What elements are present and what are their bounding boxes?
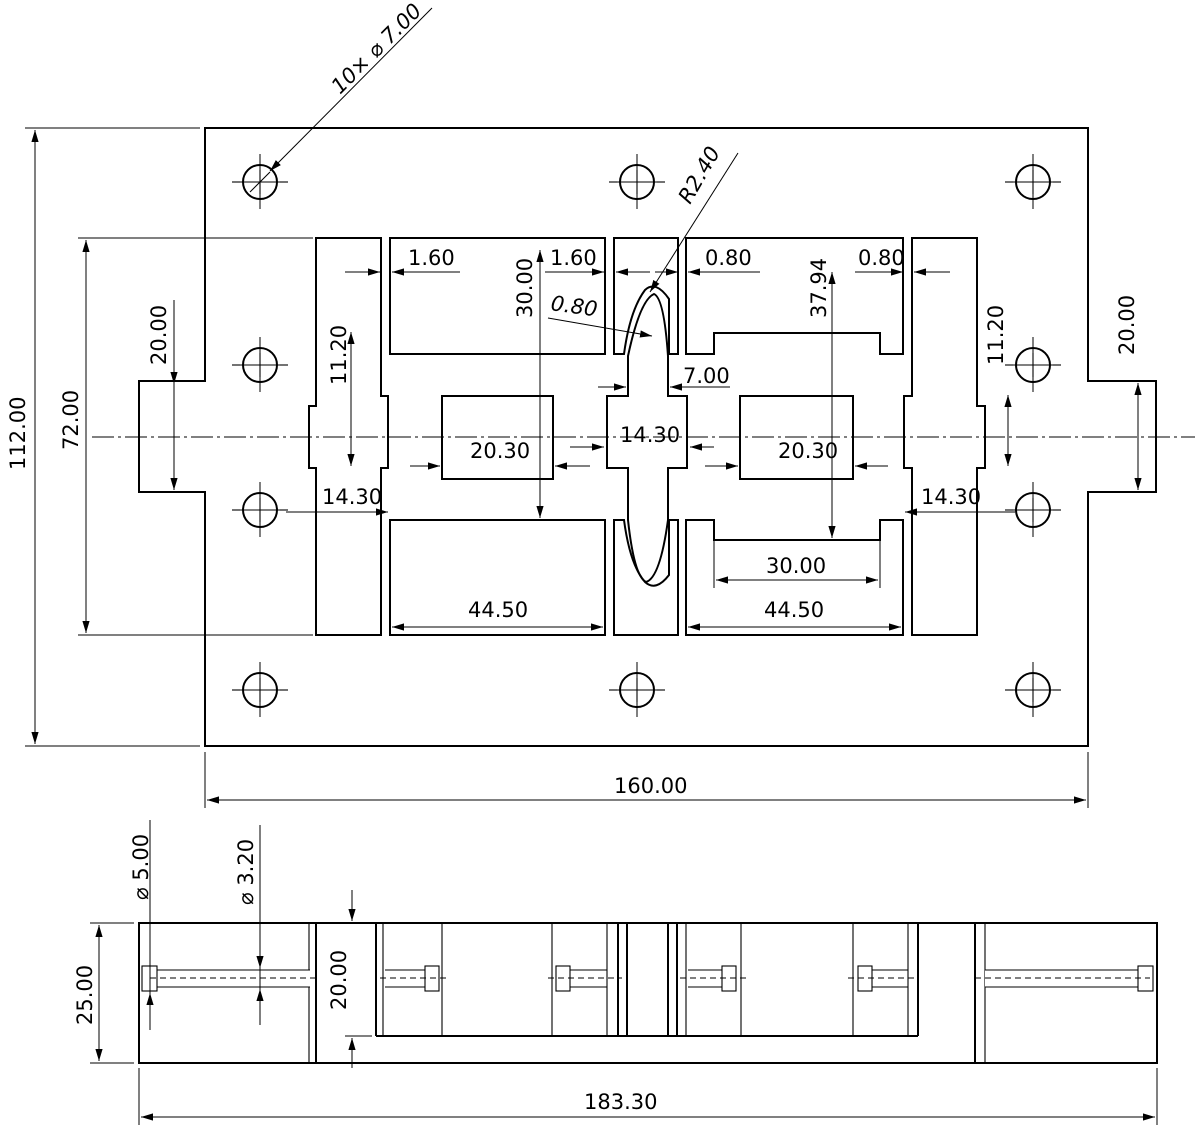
dim-recess-width-label: 30.00 (766, 554, 826, 578)
mounting-hole (609, 154, 665, 210)
dim-gap-left-outer-label: 1.60 (408, 246, 455, 270)
top-view: 10× ⌀ 7.00 R2.40 112.00 72.00 20.00 20.0… (6, 0, 1195, 808)
hole-callout-label: 10× ⌀ 7.00 (327, 0, 427, 99)
dim-pocket-right-width-label: 44.50 (764, 598, 824, 622)
dim-pocket-depth-side-label: 20.00 (327, 950, 351, 1010)
side-profile (138, 922, 1158, 1064)
mounting-hole (232, 482, 288, 538)
mounting-hole (1005, 482, 1061, 538)
dim-gap-right-outer-label: 0.80 (858, 246, 905, 270)
mounting-hole (1005, 154, 1061, 210)
mounting-hole (609, 662, 665, 718)
dim-block-left-label: 20.30 (470, 439, 530, 463)
dim-center-width-label: 14.30 (620, 423, 680, 447)
left-arm-block (308, 237, 389, 636)
dim-tab-left-label: 20.00 (147, 305, 171, 365)
radius-label: R2.40 (674, 142, 725, 207)
dim-inner-height-label: 72.00 (59, 390, 83, 450)
dim-block-right-label: 20.30 (778, 439, 838, 463)
dim-gap-right-inner-label: 0.80 (705, 246, 752, 270)
mounting-hole (1005, 662, 1061, 718)
mounting-holes (232, 154, 1061, 718)
plate-outline (138, 127, 1157, 747)
side-view: ⌀ 5.00 ⌀ 3.20 25.00 20.00 183.30 (73, 820, 1158, 1125)
pocket-top-right (685, 237, 904, 355)
dim-slot-right-label: 11.20 (984, 305, 1008, 365)
dim-gap-left-inner-label: 1.60 (550, 246, 597, 270)
dim-tab-right-label: 20.00 (1115, 295, 1139, 355)
radius-leader (649, 152, 739, 293)
dim-bore-small-label: ⌀ 3.20 (234, 839, 258, 905)
dim-neck-width-label: 7.00 (683, 364, 730, 388)
dim-pocket-left-width-label: 44.50 (468, 598, 528, 622)
pocket-top-left (389, 237, 606, 355)
dim-pocket-height-right-label: 37.94 (807, 258, 831, 318)
mounting-hole (232, 337, 288, 393)
dim-total-height-label: 25.00 (73, 965, 97, 1025)
dim-overall-length-label: 183.30 (584, 1090, 657, 1114)
dim-arm-right-label: 14.30 (921, 485, 981, 509)
pocket-bottom-right (685, 519, 904, 636)
mounting-hole (232, 662, 288, 718)
dim-flexure-gap-label: 0.80 (549, 291, 599, 321)
hole-callout-leader (269, 7, 433, 172)
dim-bore-large-label: ⌀ 5.00 (129, 834, 153, 900)
dim-overall-width-label: 160.00 (614, 774, 687, 798)
flexure-column (613, 237, 679, 355)
dim-arm-left-label: 14.30 (322, 485, 382, 509)
mounting-hole (232, 154, 288, 210)
dim-slot-left-label: 11.20 (327, 325, 351, 385)
pocket-bottom-left (389, 519, 606, 636)
dim-overall-height-label: 112.00 (6, 397, 30, 470)
flexure-hub (606, 292, 688, 584)
mounting-hole (1005, 337, 1061, 393)
right-arm-block (903, 237, 986, 636)
dim-pocket-depth-label: 30.00 (513, 258, 537, 318)
flexure-column-lower (613, 519, 679, 636)
